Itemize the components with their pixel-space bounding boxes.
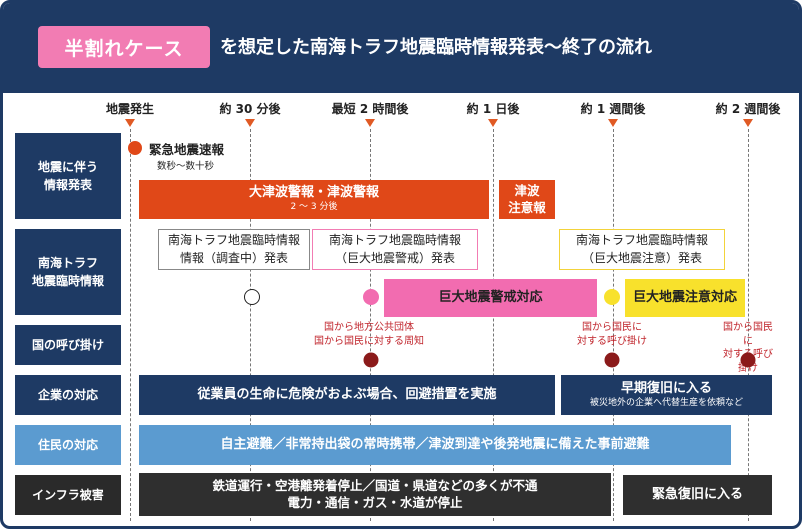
timeline-line-1week xyxy=(613,129,614,521)
header: 半割れケース を想定した南海トラフ地震臨時情報発表〜終了の流れ xyxy=(3,3,799,93)
gov-call-1: 国から地方公共団体 国から国民に対する周知 xyxy=(314,322,424,347)
timeline-line-quake xyxy=(130,129,131,521)
nankai-caution-box: 南海トラフ地震臨時情報 （巨大地震注意）発表 xyxy=(559,229,725,270)
row-label-nankai: 南海トラフ 地震臨時情報 xyxy=(15,229,121,315)
timeline-label-2week: 約 2 週間後 xyxy=(715,102,781,116)
timeline-label-2h: 最短 2 時間後 xyxy=(331,102,409,116)
tsunami-warning-label: 大津波警報・津波警報 xyxy=(248,185,379,201)
row-label-gov: 国の呼び掛け xyxy=(15,325,121,365)
timeline-line-30min xyxy=(250,129,251,521)
tsunami-warning-time: 2 〜 3 分後 xyxy=(290,202,338,213)
investigating-dot xyxy=(244,289,260,305)
infra-damage-bar: 鉄道運行・空港離発着停止／国道・県道などの多くが不通 電力・通信・ガス・水道が停… xyxy=(139,473,611,516)
timeline-label-30min: 約 30 分後 xyxy=(219,102,281,116)
warning-dot xyxy=(363,289,379,305)
row-label-resident: 住民の対応 xyxy=(15,425,121,465)
timeline-line-1day xyxy=(493,129,494,521)
gov-call-2: 国から国民に 対する呼び掛け xyxy=(577,322,647,347)
timeline-line-2week xyxy=(748,129,749,521)
timeline-label-1day: 約 1 日後 xyxy=(466,102,520,116)
gov-call-2-dot xyxy=(604,352,620,368)
resident-response-bar: 自主避難／非常持出袋の常時携帯／津波到達や後発地震に備えた事前避難 xyxy=(139,425,731,465)
case-tag: 半割れケース xyxy=(38,26,210,68)
row-label-company: 企業の対応 xyxy=(15,375,121,415)
tsunami-warning-bar: 大津波警報・津波警報 2 〜 3 分後 xyxy=(139,180,489,219)
quake-alert-label: 緊急地震速報 xyxy=(149,142,225,157)
timeline-marker-1day xyxy=(488,119,498,127)
row-label-info: 地震に伴う 情報発表 xyxy=(15,133,121,219)
timeline-marker-30min xyxy=(245,119,255,127)
gov-call-3-dot xyxy=(740,352,756,368)
timeline-marker-2h xyxy=(365,119,375,127)
company-recovery-label: 早期復旧に入る xyxy=(620,380,712,396)
company-response-bar: 従業員の生命に危険がおよぶ場合、回避措置を実施 xyxy=(139,375,555,415)
quake-alert-dot xyxy=(128,141,142,155)
timeline-label-quake: 地震発生 xyxy=(105,102,155,116)
tsunami-advisory-bar: 津波 注意報 xyxy=(499,180,555,219)
timeline-line-2h xyxy=(370,129,371,521)
company-recovery-sub: 被災地外の企業へ代替生産を依頼など xyxy=(589,397,743,408)
page-title: を想定した南海トラフ地震臨時情報発表〜終了の流れ xyxy=(220,37,652,58)
caution-response-bar: 巨大地震注意対応 xyxy=(625,279,745,317)
caution-dot xyxy=(604,289,620,305)
timeline-marker-2week xyxy=(743,119,753,127)
row-label-infra: インフラ被害 xyxy=(15,475,121,515)
infra-recovery-bar: 緊急復旧に入る xyxy=(623,475,772,515)
warning-response-bar: 巨大地震警戒対応 xyxy=(384,279,597,317)
timeline-marker-quake xyxy=(125,119,135,127)
nankai-warning-box: 南海トラフ地震臨時情報 （巨大地震警戒）発表 xyxy=(312,229,478,270)
gov-call-1-dot xyxy=(363,352,379,368)
nankai-investigating-box: 南海トラフ地震臨時情報 情報（調査中）発表 xyxy=(158,229,310,270)
quake-alert-time: 数秒〜数十秒 xyxy=(157,161,215,172)
company-recovery-bar: 早期復旧に入る 被災地外の企業へ代替生産を依頼など xyxy=(561,375,772,415)
timeline-marker-1week xyxy=(608,119,618,127)
timeline-label-1week: 約 1 週間後 xyxy=(580,102,646,116)
